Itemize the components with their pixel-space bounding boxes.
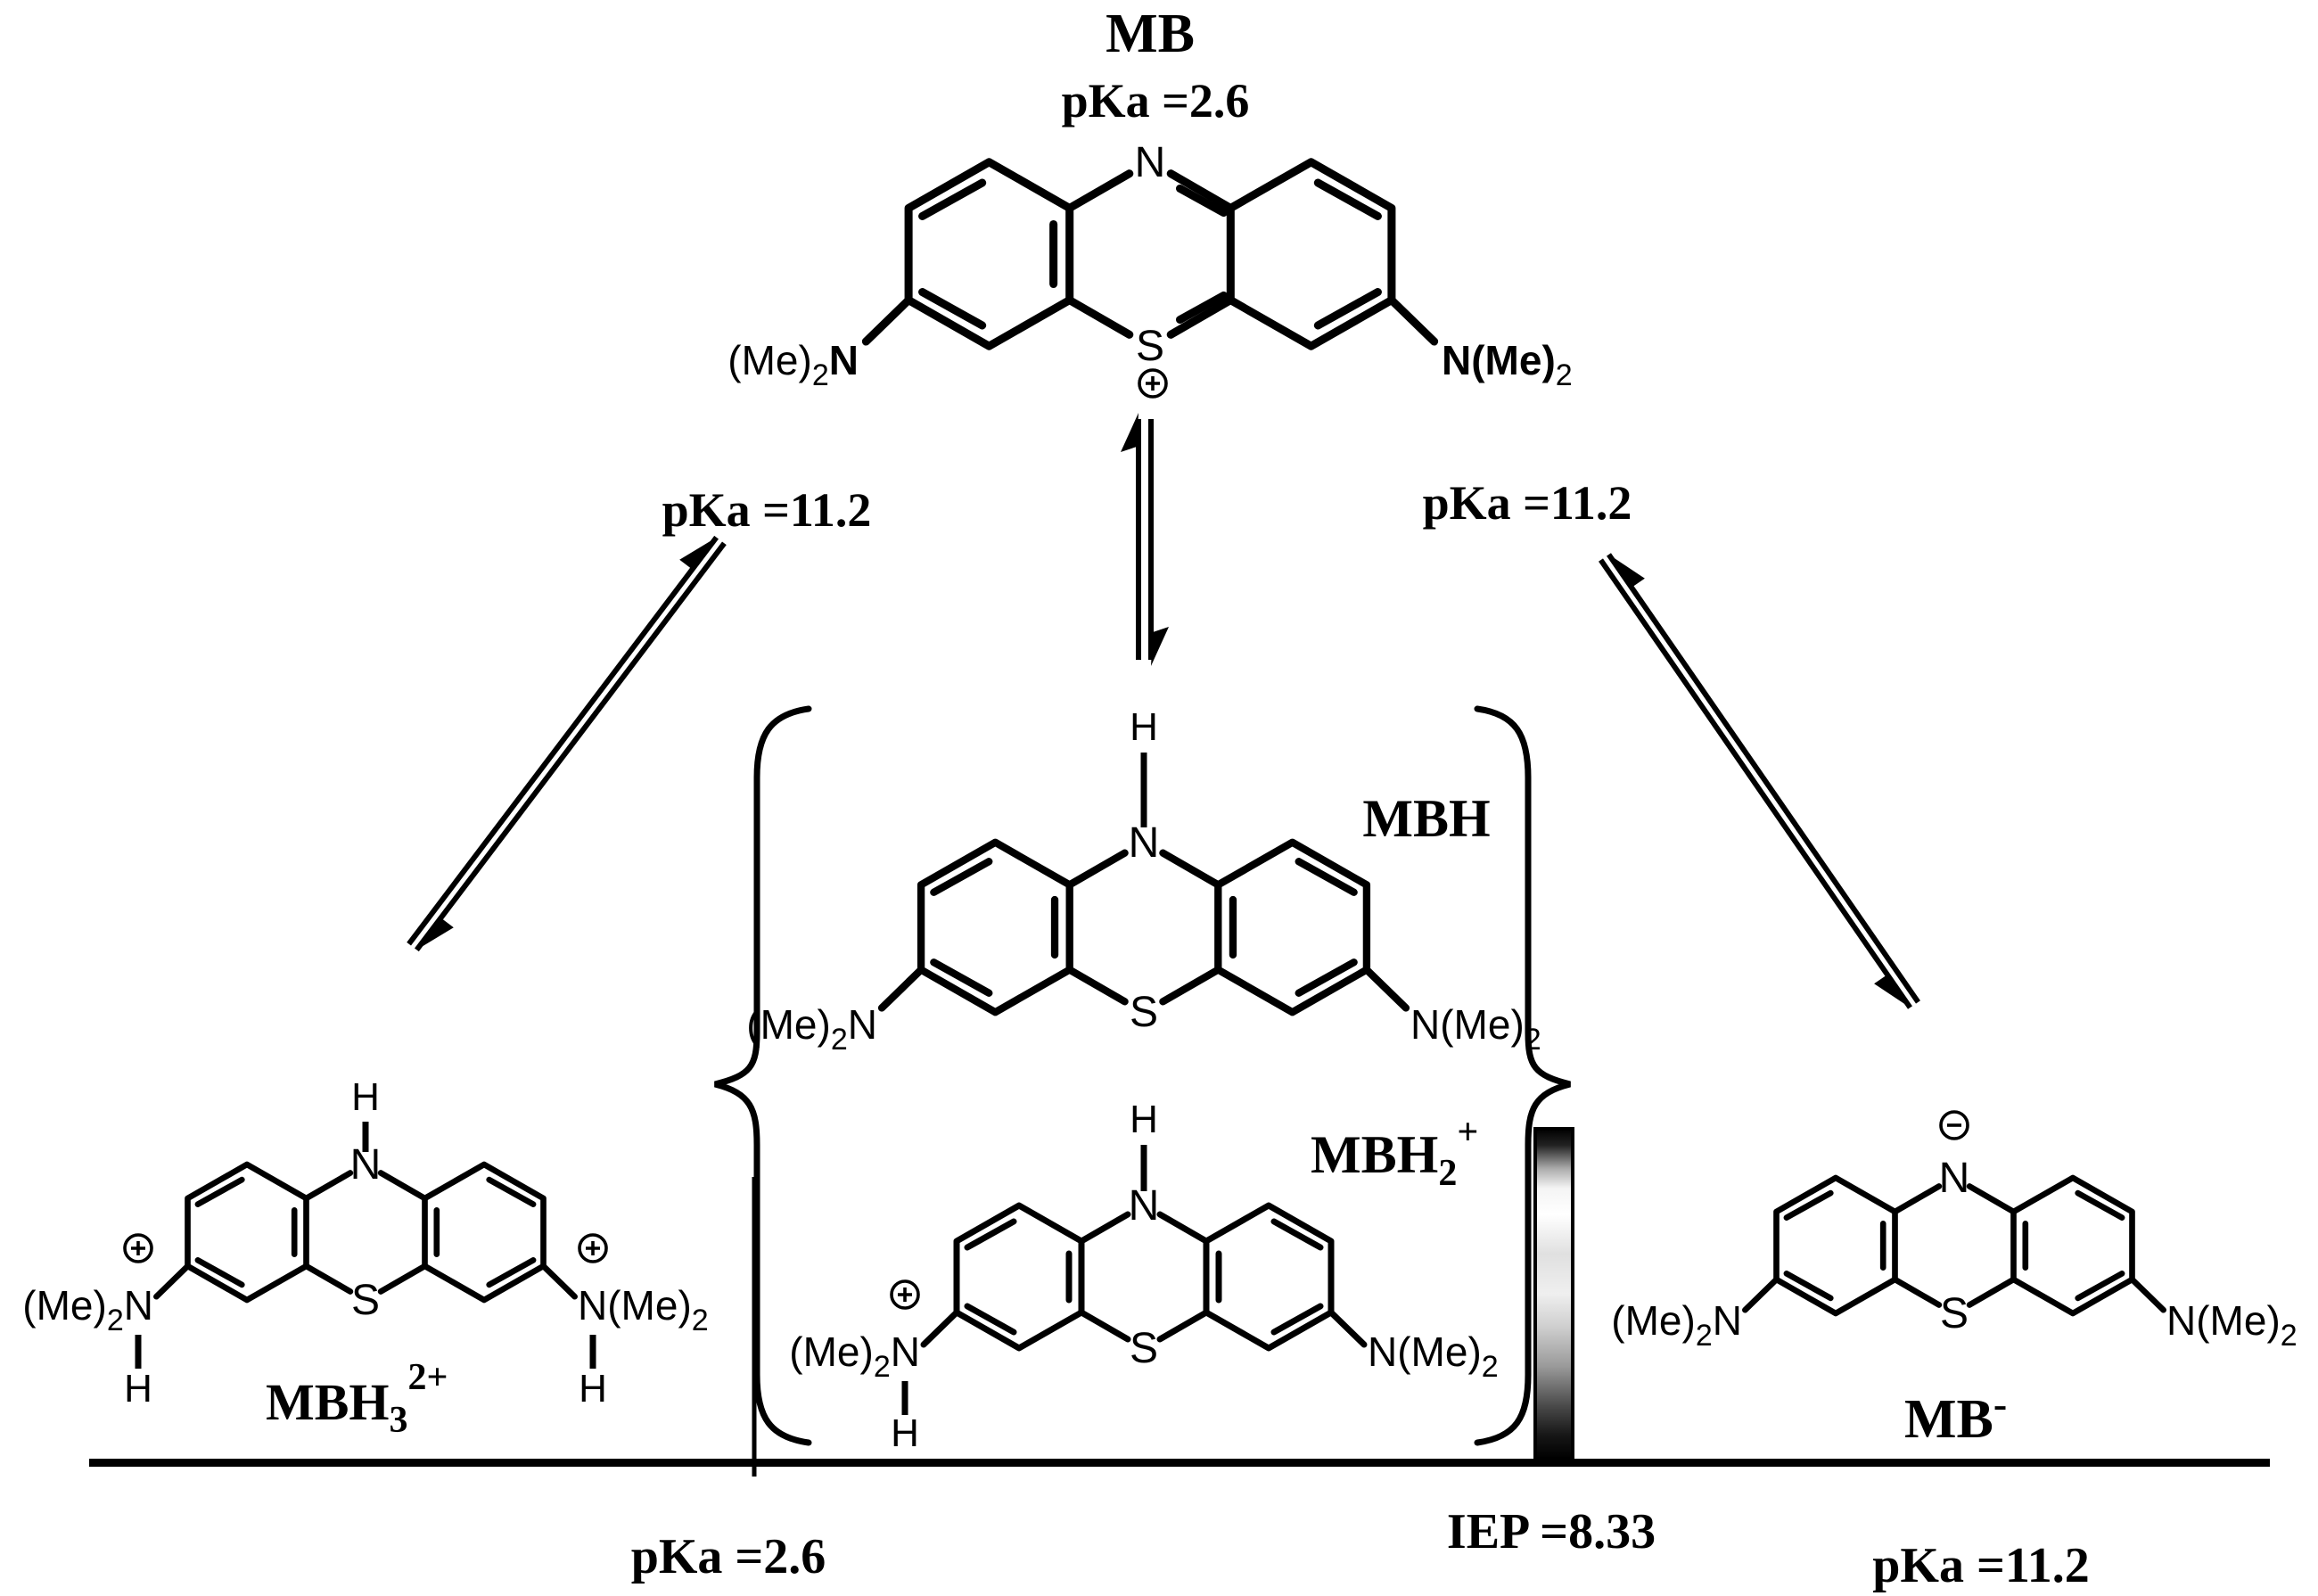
mbh2-amine-label-left: (Me)2N bbox=[789, 1329, 920, 1384]
structure-mbh3: H N S (Me)2N H N(Me)2 H MBH32+ bbox=[22, 1075, 708, 1441]
mbh-ring-skeleton bbox=[882, 843, 1406, 1012]
mb-ring-skeleton bbox=[866, 162, 1434, 346]
mbh-ring-n-atom: N bbox=[1129, 819, 1160, 867]
mb-anion-label: MB- bbox=[1904, 1381, 2007, 1450]
structure-mbh2: MBH2+ H N S (Me)2N H N(Me)2 bbox=[789, 1098, 1498, 1455]
mbh2-amine-hydrogen: H bbox=[891, 1411, 919, 1455]
mbh3-nh-hydrogen: H bbox=[351, 1075, 380, 1119]
mb-pka-amine-right-label: pKa =11.2 bbox=[1423, 476, 1632, 530]
mbh2-amine-label-right: N(Me)2 bbox=[1368, 1329, 1499, 1384]
mbh-label: MBH bbox=[1362, 789, 1490, 848]
plus-charge-icon bbox=[890, 1279, 920, 1310]
right-curly-brace bbox=[1474, 705, 1571, 1446]
structure-mbh: MBH H N S (Me)2N N(Me)2 bbox=[746, 705, 1541, 1057]
equilibrium-arrow-left bbox=[407, 535, 727, 952]
mb-anion-amine-label-right: N(Me)2 bbox=[2166, 1297, 2297, 1353]
ph-axis-baseline bbox=[89, 1459, 2270, 1467]
plus-charge-icon bbox=[578, 1233, 608, 1263]
mb-ring-n-atom: N bbox=[1135, 139, 1166, 186]
mbh2-ring-s-atom: S bbox=[1130, 1325, 1158, 1372]
mbh3-amine-hydrogen-right: H bbox=[579, 1367, 607, 1411]
mbh2-ring-n-atom: N bbox=[1129, 1182, 1160, 1230]
mb-pka-ring-label: pKa =2.6 bbox=[1062, 74, 1250, 128]
mbh2-label: MBH2+ bbox=[1311, 1112, 1478, 1194]
mb-anion-ring-n-atom: N bbox=[1939, 1155, 1970, 1202]
mbh-amine-label-right: N(Me)2 bbox=[1410, 1001, 1541, 1057]
mb-amine-label-left: (Me)2N bbox=[727, 337, 859, 392]
mbh-nh-hydrogen: H bbox=[1130, 705, 1158, 749]
axis-iep-label: IEP =8.33 bbox=[1447, 1504, 1656, 1559]
left-curly-brace bbox=[714, 705, 812, 1446]
mb-ring-s-atom: S bbox=[1136, 323, 1164, 370]
equilibrium-arrow-center bbox=[1121, 413, 1169, 666]
mbh-ring-s-atom: S bbox=[1130, 989, 1158, 1036]
mbh3-amine-hydrogen-left: H bbox=[124, 1367, 152, 1411]
mb-pka-amine-left-label: pKa =11.2 bbox=[662, 483, 872, 537]
equilibrium-arrow-right bbox=[1599, 553, 1920, 1009]
structure-mb: MB pKa =2.6 N S (Me)2N N(Me)2 pKa =11.2 … bbox=[662, 4, 1632, 537]
mbh3-amine-label-right: N(Me)2 bbox=[578, 1282, 709, 1337]
plus-charge-icon bbox=[1138, 368, 1168, 399]
mb-amine-label-right: N(Me)2 bbox=[1442, 337, 1573, 392]
mbh-amine-label-left: (Me)2N bbox=[746, 1001, 877, 1057]
axis-pka-right-label: pKa =11.2 bbox=[1872, 1538, 2090, 1593]
plus-charge-icon bbox=[123, 1233, 153, 1263]
iep-gradient-bar bbox=[1533, 1127, 1574, 1460]
axis-pka-left-label: pKa =2.6 bbox=[631, 1529, 826, 1584]
mb-anion-amine-label-left: (Me)2N bbox=[1611, 1297, 1742, 1353]
mb-anion-ring-s-atom: S bbox=[1940, 1290, 1969, 1337]
mbh3-ring-s-atom: S bbox=[351, 1277, 380, 1324]
structure-mb-anion: N S (Me)2N N(Me)2 MB- bbox=[1611, 1110, 2297, 1450]
mb-title: MB bbox=[1106, 4, 1195, 64]
mbh2-nh-hydrogen: H bbox=[1130, 1098, 1158, 1141]
minus-charge-icon bbox=[1939, 1110, 1969, 1140]
mbh3-amine-label-left: (Me)2N bbox=[22, 1282, 153, 1337]
mbh3-label: MBH32+ bbox=[266, 1357, 448, 1441]
mbh3-ring-n-atom: N bbox=[350, 1141, 382, 1189]
